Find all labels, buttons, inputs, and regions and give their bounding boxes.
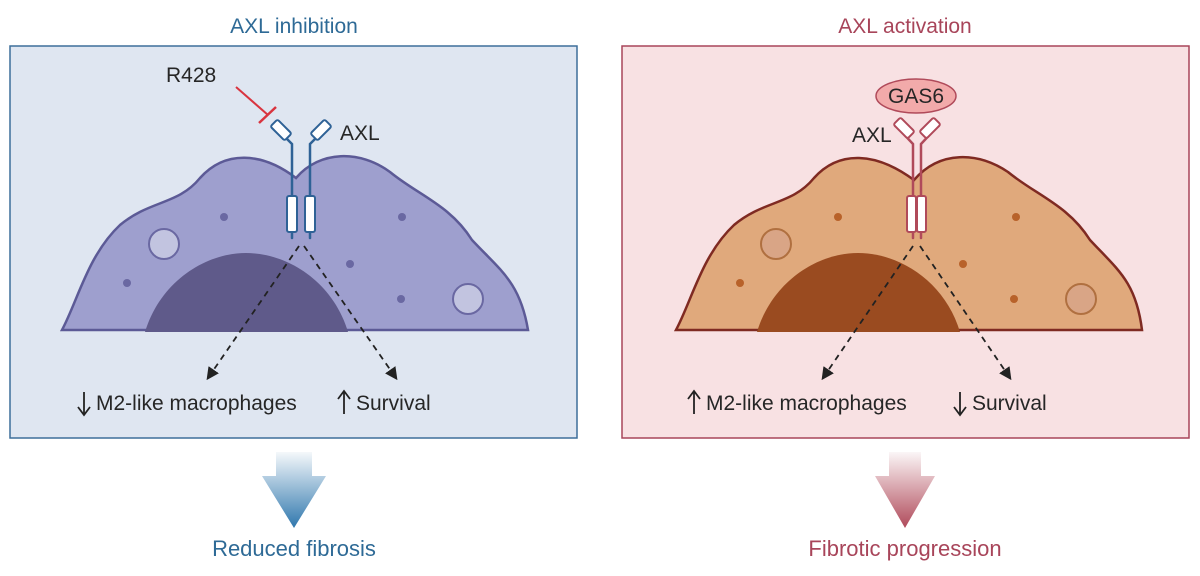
right-granule: [959, 260, 967, 268]
right-signal-arrow: [821, 245, 914, 381]
ligand-label: GAS6: [888, 85, 944, 108]
right-cell: [673, 155, 1144, 332]
inhibitor-label: R428: [166, 64, 216, 87]
left-cell: [59, 154, 530, 332]
right-vesicle: [1065, 283, 1097, 315]
left-axl-receptor: [270, 119, 332, 240]
left-vesicle: [148, 228, 180, 260]
left-outcome-label: Reduced fibrosis: [212, 536, 376, 561]
left-granule: [346, 260, 354, 268]
right-vesicle: [760, 228, 792, 260]
left-effect-up-label: Survival: [356, 392, 431, 415]
right-receptor-label: AXL: [852, 124, 892, 147]
right-granule: [736, 279, 744, 287]
left-nucleus: [145, 253, 348, 332]
left-granule: [398, 213, 406, 221]
gas6-ligand: [875, 78, 957, 114]
down-block-arrow-icon: [262, 452, 326, 528]
right-panel-title: AXL activation: [838, 15, 971, 38]
left-vesicle: [452, 283, 484, 315]
right-panel: AXL activation AXL GAS6: [621, 15, 1190, 561]
right-outcome-label: Fibrotic progression: [808, 536, 1001, 561]
up-arrow-icon: [337, 389, 351, 414]
left-signal-arrow: [206, 245, 300, 381]
left-effect-down-label: M2-like macrophages: [96, 392, 297, 415]
left-panel-title: AXL inhibition: [230, 15, 358, 38]
right-granule: [834, 213, 842, 221]
right-granule: [1010, 295, 1018, 303]
left-granule: [220, 213, 228, 221]
right-granule: [1012, 213, 1020, 221]
right-nucleus: [757, 253, 960, 332]
left-granule: [123, 279, 131, 287]
right-signal-arrow: [919, 245, 1012, 381]
right-axl-receptor: [893, 117, 941, 240]
left-receptor-label: AXL: [340, 122, 380, 145]
inhibition-bar-icon: [235, 86, 277, 124]
down-arrow-icon: [953, 392, 967, 417]
right-effect-down-label: Survival: [972, 392, 1047, 415]
left-panel: AXL inhibition AXL R428: [9, 15, 578, 561]
down-block-arrow-icon: [875, 452, 935, 528]
right-effect-up-label: M2-like macrophages: [706, 392, 907, 415]
down-arrow-icon: [77, 392, 91, 417]
left-signal-arrow: [303, 245, 398, 381]
up-arrow-icon: [687, 389, 701, 414]
left-granule: [397, 295, 405, 303]
